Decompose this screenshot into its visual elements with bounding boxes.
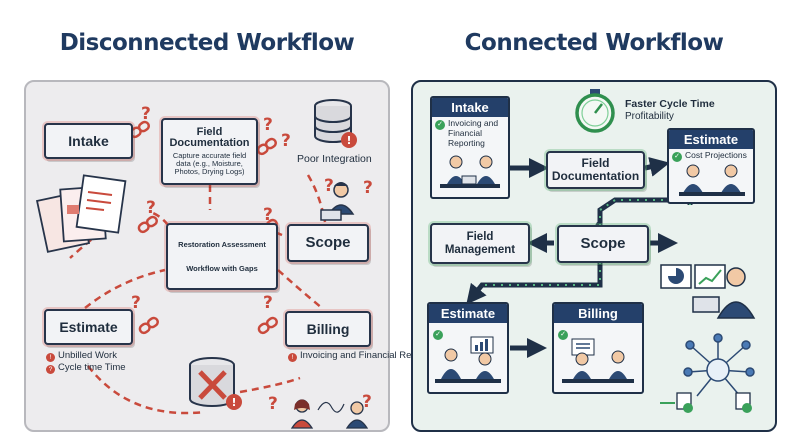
database-icon bbox=[314, 99, 352, 143]
estimate-card-bottom: Estimate ✓ bbox=[427, 302, 509, 394]
question-icon: ? bbox=[46, 365, 55, 374]
question-mark-icon: ? bbox=[363, 178, 373, 198]
scope-box-connected: Scope bbox=[557, 225, 649, 263]
intake-card-connected: Intake ✓Invoicing and Financial Reportin… bbox=[430, 96, 510, 199]
billing-meeting-icon bbox=[562, 338, 634, 383]
frustrated-people-icon bbox=[290, 399, 369, 429]
assessment-label: Restoration Assessment bbox=[178, 239, 266, 249]
synced-files-icon bbox=[660, 392, 752, 413]
intake-box-disconnected: Intake bbox=[44, 123, 133, 159]
alert-icon: ! bbox=[46, 353, 55, 362]
question-mark-icon: ? bbox=[268, 394, 278, 414]
scope-connected-label: Scope bbox=[580, 235, 626, 253]
alert-icon: ! bbox=[341, 132, 357, 148]
unbilled-work-label: Unbilled Work bbox=[58, 350, 117, 361]
assessment-box: Restoration Assessment Workflow with Gap… bbox=[166, 223, 278, 290]
field-management-label: Field Management bbox=[444, 231, 516, 256]
consultation-icon bbox=[679, 164, 745, 196]
billing-card-connected: Billing ✓ bbox=[552, 302, 644, 394]
billing-note-label: Invoicing and Financial Reporting bbox=[300, 350, 441, 361]
check-icon: ✓ bbox=[672, 152, 682, 162]
check-icon: ✓ bbox=[558, 330, 568, 340]
field-management-box: Field Management bbox=[430, 223, 530, 264]
confused-person-icon bbox=[320, 182, 355, 221]
profitability-label: Profitability bbox=[625, 111, 674, 122]
question-mark-icon: ? bbox=[281, 131, 291, 151]
question-mark-icon: ? bbox=[146, 198, 156, 218]
question-mark-icon: ? bbox=[263, 115, 273, 135]
svg-text:!: ! bbox=[346, 134, 351, 147]
question-mark-icon: ? bbox=[263, 205, 273, 225]
field-documentation-label: Field Documentation bbox=[169, 125, 250, 150]
check-icon: ✓ bbox=[433, 330, 443, 340]
intake-label: Intake bbox=[68, 132, 109, 149]
billing-note: !Invoicing and Financial Reporting bbox=[288, 350, 440, 362]
broken-database-icon: ! bbox=[189, 357, 242, 410]
billing-box-disconnected: Billing bbox=[285, 311, 371, 347]
poor-integration-label: Poor Integration bbox=[297, 153, 372, 165]
network-icon bbox=[683, 333, 755, 397]
question-mark-icon: ? bbox=[324, 176, 334, 196]
faster-cycle-time-label: Faster Cycle Time bbox=[625, 98, 715, 110]
question-mark-icon: ? bbox=[141, 104, 151, 124]
estimate-label: Estimate bbox=[59, 318, 118, 335]
connected-title: Connected Workflow bbox=[464, 30, 724, 56]
field-documentation-box-connected: Field Documentation bbox=[546, 151, 645, 189]
svg-text:!: ! bbox=[231, 396, 236, 409]
scope-box-disconnected: Scope bbox=[287, 224, 369, 262]
field-documentation-box-disconnected: Field Documentation Capture accurate fie… bbox=[161, 118, 258, 185]
question-mark-icon: ? bbox=[362, 392, 372, 412]
intake-card-title: Intake bbox=[432, 98, 508, 117]
workflow-gaps-label: Workflow with Gaps bbox=[186, 263, 258, 273]
estimate-meeting-icon bbox=[435, 336, 501, 383]
estimate-bottom-title: Estimate bbox=[429, 304, 507, 323]
check-icon: ✓ bbox=[435, 120, 445, 130]
estimate-issues-list: !Unbilled Work ?Cycle time Time bbox=[46, 350, 126, 374]
estimate-box-disconnected: Estimate bbox=[44, 309, 133, 345]
estimate-top-title: Estimate bbox=[669, 130, 753, 149]
scope-label: Scope bbox=[305, 234, 351, 252]
intake-card-sub: Invoicing and Financial Reporting bbox=[448, 118, 499, 148]
field-documentation-connected-label: Field Documentation bbox=[551, 156, 640, 183]
estimate-card-top: Estimate ✓Cost Projections bbox=[667, 128, 755, 204]
billing-card-title: Billing bbox=[554, 304, 642, 323]
question-mark-icon: ? bbox=[263, 293, 273, 313]
disconnected-title: Disconnected Workflow bbox=[59, 30, 355, 56]
team-meeting-icon bbox=[440, 155, 500, 189]
stopwatch-icon bbox=[575, 89, 615, 133]
cost-projections-label: Cost Projections bbox=[685, 150, 747, 160]
field-documentation-sub: Capture accurate field data (e.g., Moist… bbox=[172, 150, 247, 177]
alert-icon: ! bbox=[288, 353, 297, 362]
analytics-icon bbox=[660, 264, 756, 319]
question-mark-icon: ? bbox=[131, 293, 141, 313]
documents-icon bbox=[35, 174, 127, 253]
cycle-time-label: Cycle time Time bbox=[58, 362, 126, 373]
billing-label: Billing bbox=[306, 320, 350, 337]
